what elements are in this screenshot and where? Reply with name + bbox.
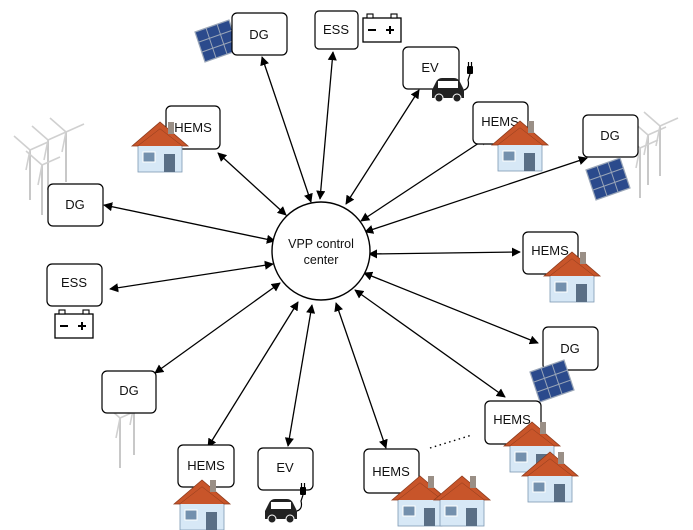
- arrow-hems-topright: [360, 136, 489, 222]
- hems-topleft-node: HEMS: [131, 105, 221, 173]
- dg-lowright-label: DG: [560, 341, 580, 356]
- dg-left-label: DG: [65, 197, 85, 212]
- dg-right-node: DG: [582, 111, 679, 201]
- ev-topright-node: EV: [402, 46, 474, 103]
- wind-turbine-icon: [49, 117, 85, 183]
- ev-bottom-label: EV: [276, 460, 294, 475]
- cluster-ellipsis: [429, 434, 473, 449]
- dg-lowleft-label: DG: [119, 383, 139, 398]
- arrow-dg-top: [260, 56, 313, 203]
- battery-icon: [54, 309, 94, 339]
- arrow-hems-bottomright: [334, 302, 388, 449]
- arrow-ev-bottom: [284, 304, 316, 447]
- arrow-dg-left: [103, 202, 276, 244]
- house-icon: [433, 475, 491, 527]
- arrow-hems-topleft: [217, 152, 287, 216]
- dg-lowright-node: DG: [529, 326, 599, 403]
- hems-right-node: HEMS: [522, 231, 601, 303]
- arrow-ess-left: [109, 260, 274, 293]
- dg-right-label: DG: [600, 128, 620, 143]
- hems-right-label: HEMS: [531, 243, 569, 258]
- ess-top-label: ESS: [323, 22, 349, 37]
- ess-left-node: ESS: [46, 263, 103, 339]
- hems-bottom-node: HEMS: [173, 444, 235, 530]
- arrow-ess-top: [316, 51, 337, 200]
- arrow-dg-right: [364, 156, 588, 234]
- hems-lowright-label: HEMS: [493, 412, 531, 427]
- hems-topleft-label: HEMS: [174, 120, 212, 135]
- arrow-dg-lowleft: [154, 282, 281, 374]
- arrow-ev-topright: [345, 89, 420, 205]
- wind-turbine-icon: [31, 125, 67, 191]
- arrow-hems-right: [368, 247, 521, 259]
- dg-lowleft-node: DG: [101, 370, 157, 469]
- battery-icon: [362, 13, 402, 43]
- ev-topright-label: EV: [421, 60, 439, 75]
- hems-lowright-node: HEMS: [484, 400, 579, 503]
- arrow-hems-bottom: [207, 301, 299, 448]
- ess-left-label: ESS: [61, 275, 87, 290]
- solar-panel-icon: [585, 157, 631, 201]
- hems-bottomright-node: HEMS: [363, 448, 491, 527]
- connection-arrows: [103, 51, 588, 449]
- dg-left-node: DG: [13, 117, 104, 227]
- hems-topright-label: HEMS: [481, 114, 519, 129]
- center-label-line2: center: [304, 253, 339, 267]
- hems-bottomright-label: HEMS: [372, 464, 410, 479]
- arrow-dg-lowright: [363, 271, 539, 345]
- ev-bottom-node: EV: [257, 447, 314, 524]
- dg-top-node: DG: [194, 12, 288, 63]
- hems-bottom-label: HEMS: [187, 458, 225, 473]
- dg-top-label: DG: [249, 27, 269, 42]
- center-label-line1: VPP control: [288, 237, 354, 251]
- ess-top-node: ESS: [314, 10, 402, 50]
- arrow-hems-lowright: [354, 289, 506, 398]
- hems-topright-node: HEMS: [472, 101, 549, 172]
- vpp-control-center: VPP control center: [271, 201, 371, 301]
